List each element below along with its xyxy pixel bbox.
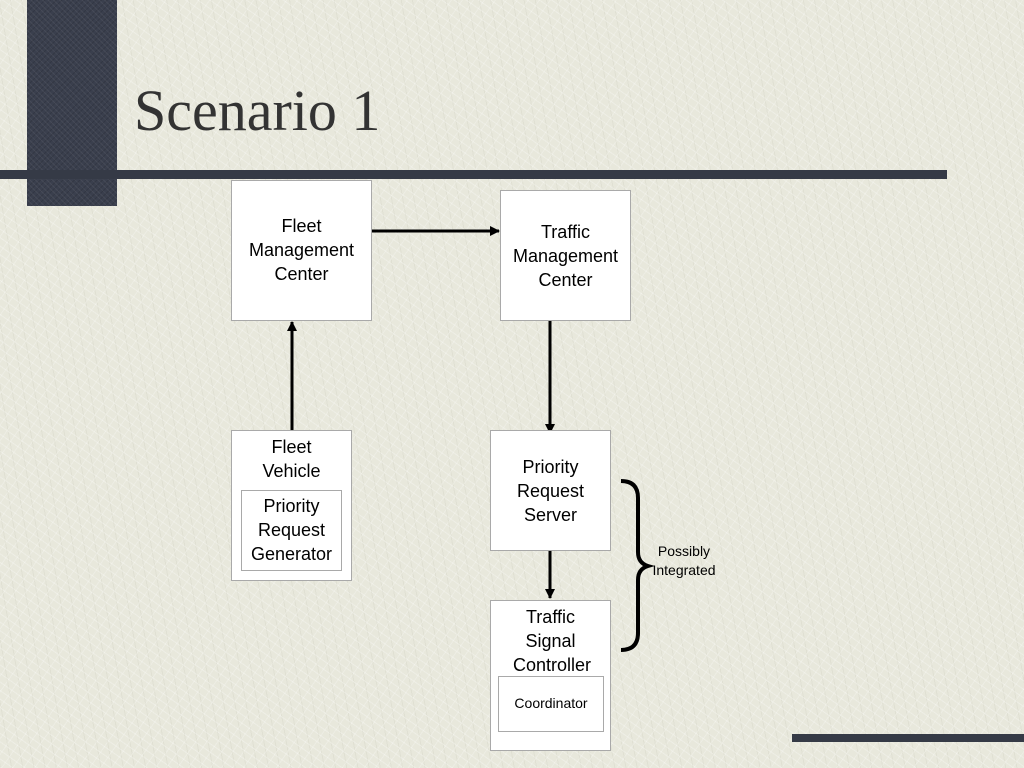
- fleet-vehicle-box: Fleet Vehicle Priority Request Generator: [231, 430, 352, 581]
- priority-request-server-box: Priority Request Server: [490, 430, 611, 551]
- fleet-vehicle-label: Fleet Vehicle: [262, 437, 321, 481]
- coordinator-box: Coordinator: [498, 676, 604, 732]
- slide-title: Scenario 1: [134, 78, 381, 143]
- title-underline-rule: [0, 170, 947, 179]
- fleet-management-center-label: Fleet Management Center: [248, 216, 355, 284]
- possibly-integrated-label: Possibly Integrated: [652, 543, 716, 578]
- priority-request-generator-box: Priority Request Generator: [241, 490, 342, 571]
- traffic-management-center-box: Traffic Management Center: [500, 190, 631, 321]
- fleet-management-center-box: Fleet Management Center: [231, 180, 372, 321]
- footer-rule: [792, 734, 1024, 742]
- traffic-signal-controller-label: Traffic Signal Controller: [513, 607, 592, 675]
- traffic-signal-controller-box: Traffic Signal Controller Coordinator: [490, 600, 611, 751]
- coordinator-label: Coordinator: [514, 695, 588, 711]
- traffic-management-center-label: Traffic Management Center: [512, 222, 619, 290]
- integration-brace: [620, 479, 655, 652]
- priority-request-generator-label: Priority Request Generator: [250, 496, 333, 564]
- priority-request-server-label: Priority Request Server: [516, 457, 585, 525]
